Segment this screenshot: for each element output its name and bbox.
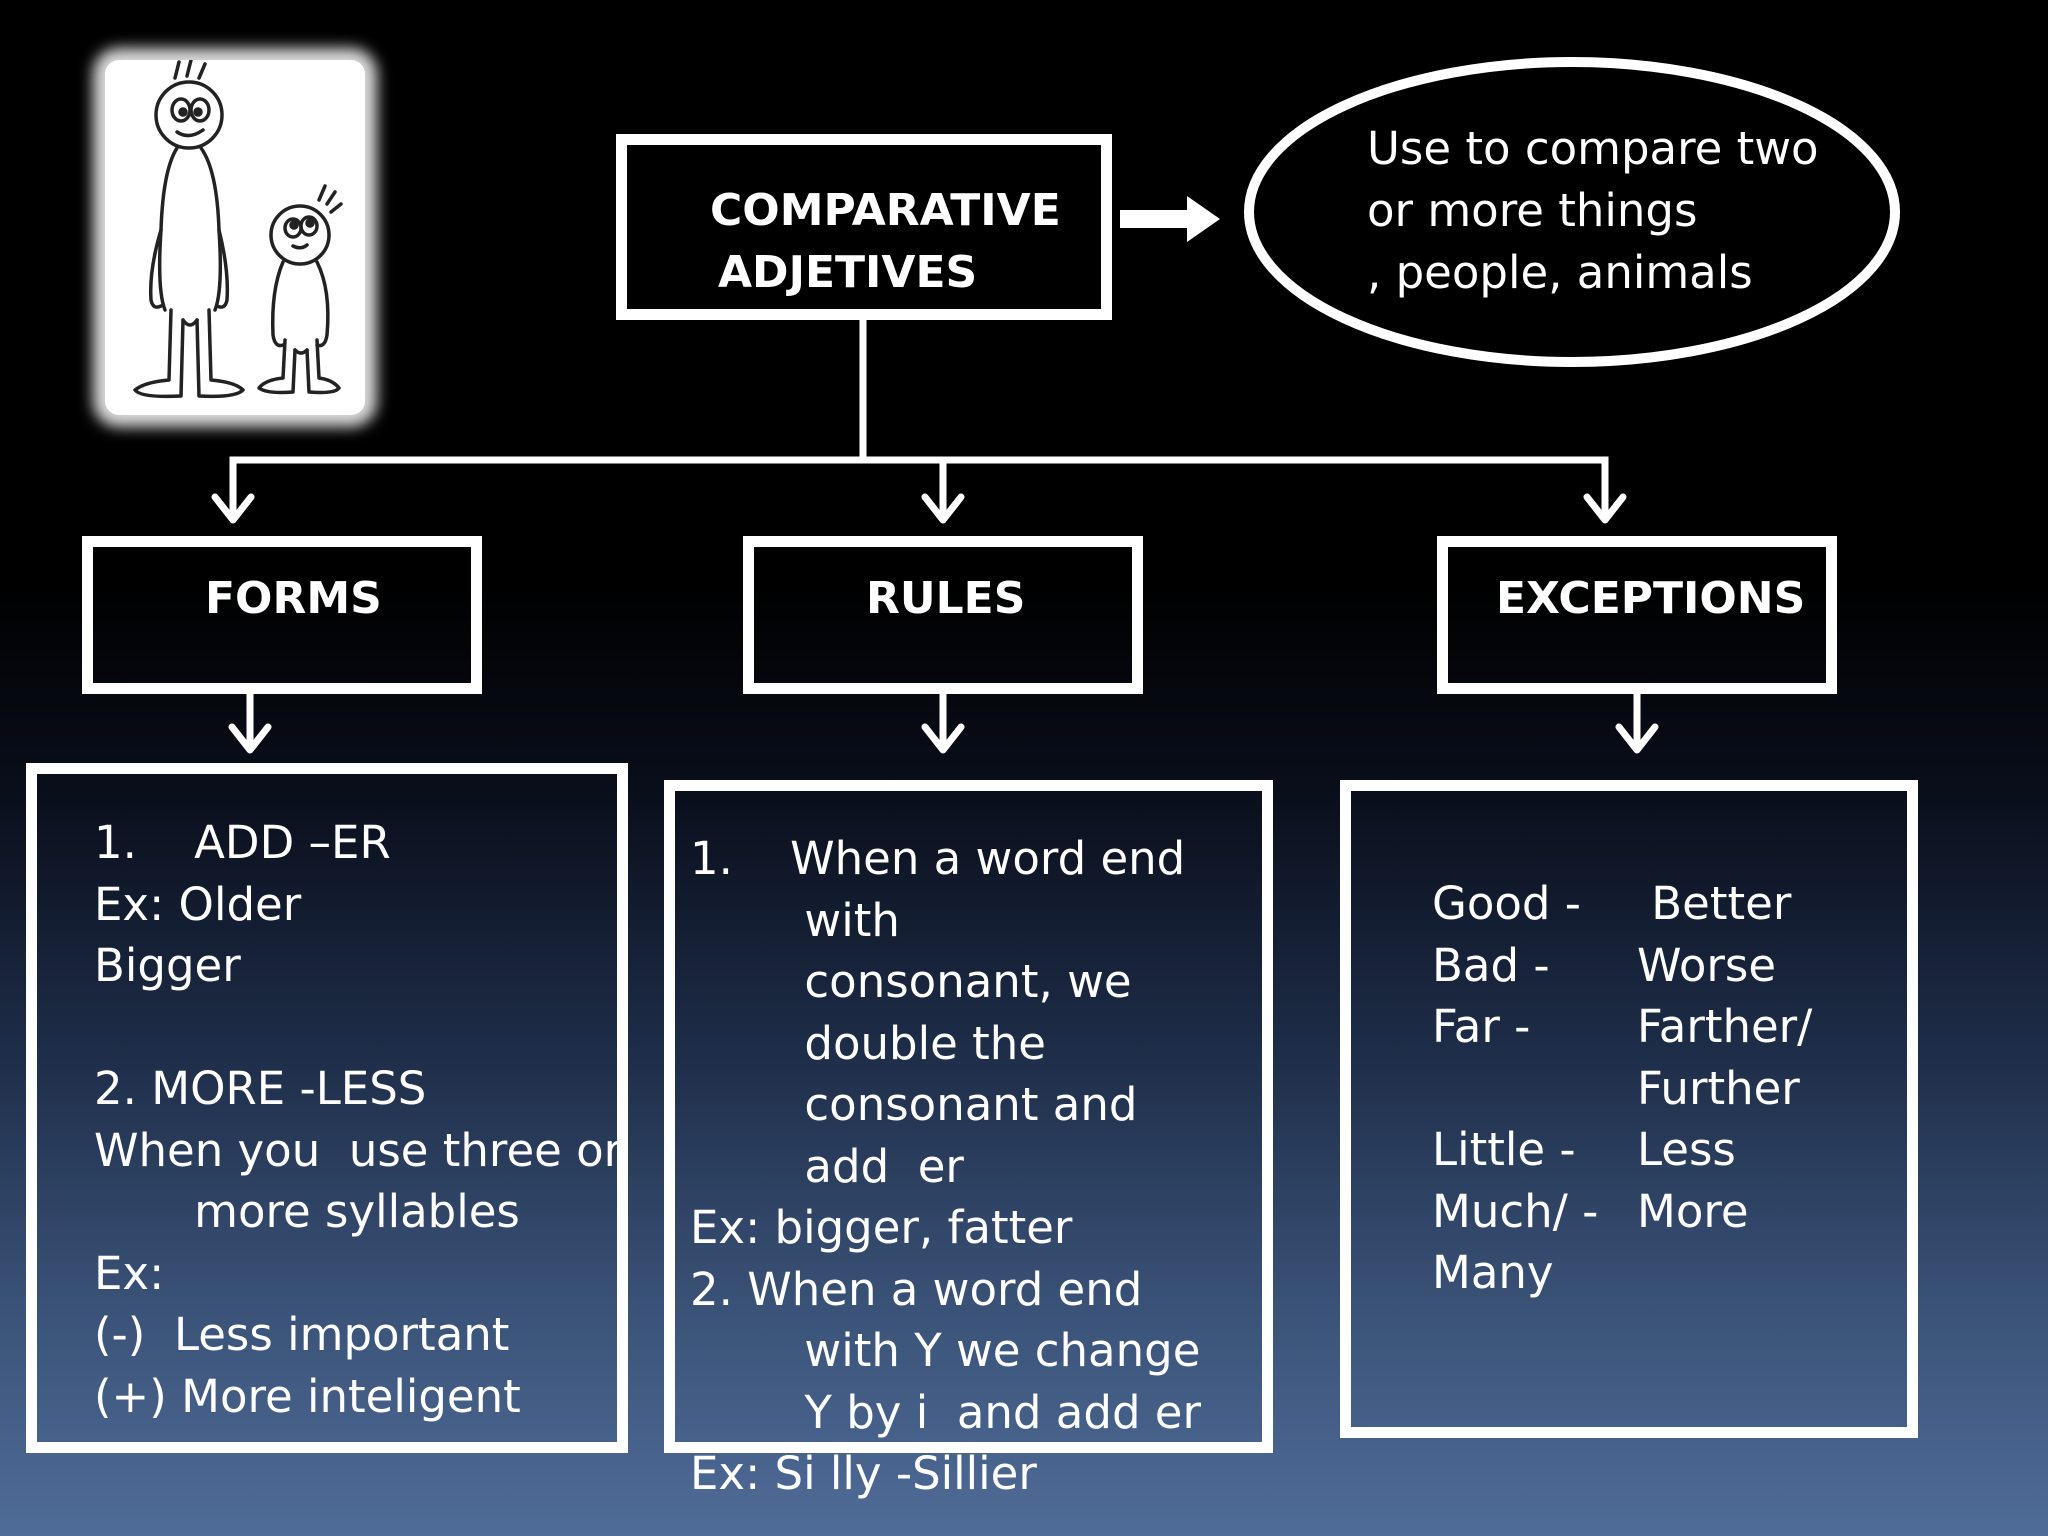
exception-base-word: Much/ -	[1432, 1184, 1599, 1238]
forms-line: When you use three or	[94, 1123, 623, 1177]
rules-line: 1. When a word end	[690, 832, 1186, 885]
arrow-down-icon	[921, 723, 965, 754]
exception-base-word: Good -	[1432, 877, 1582, 930]
arrow-down-icon	[1615, 723, 1659, 754]
forms-line: Ex: Older	[94, 877, 302, 931]
rules-line: with Y we change	[690, 1324, 1201, 1377]
arrow-down-icon	[211, 493, 255, 524]
exceptions-comparative-column: Better Worse Farther/ Further Less More	[1637, 873, 1812, 1242]
exceptions-content-box	[1340, 780, 1918, 1438]
forms-line: Bigger	[94, 939, 241, 992]
definition-line3: , people, animals	[1367, 246, 1753, 299]
exception-comparative-word: More	[1637, 1184, 1749, 1238]
exception-comparative-word: Further	[1637, 1061, 1800, 1115]
exception-base-word: Far -	[1432, 1000, 1531, 1053]
arrow-right-icon	[1120, 196, 1220, 242]
arrow-down-icon	[921, 493, 965, 524]
rules-line: Ex: bigger, fatter	[690, 1201, 1073, 1254]
exception-base-word: Little -	[1432, 1123, 1576, 1176]
root-concept-line2: ADJETIVES	[718, 247, 978, 298]
exception-comparative-word: Better	[1637, 877, 1792, 930]
forms-line: (-) Less important	[94, 1308, 510, 1361]
rules-line: Ex: Si lly -Sillier	[690, 1447, 1037, 1500]
tall-figure-hair	[173, 58, 207, 80]
forms-content-list: 1. ADD –ER Ex: Older Bigger 2. MORE -LES…	[94, 812, 622, 1427]
cartoon-tall-short-figures	[105, 58, 365, 415]
exceptions-box	[1437, 536, 1837, 694]
arrow-down-icon	[228, 723, 272, 754]
forms-line: (+) More inteligent	[94, 1369, 521, 1423]
exception-base-word: Many	[1432, 1246, 1554, 1299]
tall-figure-head	[154, 80, 224, 150]
rules-line: 2. When a word end	[690, 1262, 1143, 1316]
exception-comparative-word: Farther/	[1637, 1000, 1813, 1053]
rules-line: consonant, we	[690, 955, 1132, 1008]
rules-content-box	[664, 780, 1273, 1453]
rules-line: double the	[690, 1016, 1046, 1070]
rules-line: add er	[690, 1139, 964, 1193]
root-concept-line1: COMPARATIVE	[710, 185, 1061, 236]
forms-heading: FORMS	[205, 573, 382, 624]
cartoon-drawing	[133, 58, 343, 399]
short-figure-head	[269, 204, 331, 266]
rules-heading: RULES	[866, 573, 1026, 624]
forms-line: 2. MORE -LESS	[94, 1062, 427, 1115]
arrow-down-icon	[1583, 493, 1627, 524]
exceptions-heading: EXCEPTIONS	[1496, 573, 1806, 624]
rules-box	[743, 536, 1143, 694]
exceptions-base-column: Good - Bad - Far - Little - Much/ - Many	[1432, 873, 1598, 1304]
root-concept-box	[616, 134, 1112, 320]
exception-comparative-word: Less	[1637, 1123, 1736, 1176]
exception-base-word: Bad -	[1432, 938, 1550, 992]
definition-line1: Use to compare two	[1367, 122, 1819, 175]
rules-line: Y by i and add er	[690, 1385, 1201, 1439]
exception-comparative-word: Worse	[1637, 938, 1777, 992]
short-figure-hair	[317, 184, 343, 214]
forms-line: Ex:	[94, 1246, 165, 1300]
forms-line: more syllables	[94, 1185, 520, 1238]
definition-ellipse	[1244, 57, 1900, 367]
forms-box	[82, 536, 482, 694]
rules-line: consonant and	[690, 1078, 1138, 1131]
definition-line2: or more things	[1367, 184, 1698, 237]
forms-line	[94, 997, 622, 1059]
rules-content-list: 1. When a word end with consonant, we do…	[690, 828, 1201, 1505]
forms-line: 1. ADD –ER	[94, 816, 391, 869]
forms-content-box	[26, 763, 628, 1453]
exception-base-word	[1432, 1058, 1598, 1120]
rules-line: with	[690, 893, 900, 947]
